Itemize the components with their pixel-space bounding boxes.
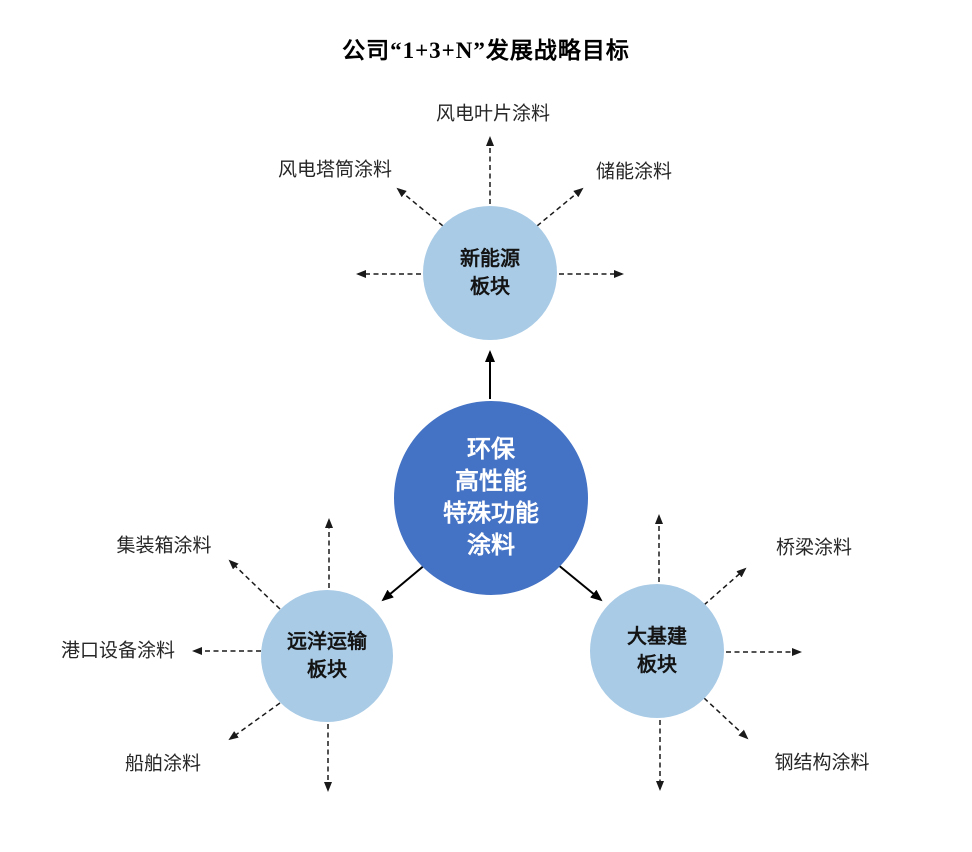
satellite-node-line: 板块 <box>307 659 347 681</box>
spoke-label-bridge: 桥梁涂料 <box>775 537 853 559</box>
spoke-label-wind-blade: 风电叶片涂料 <box>435 103 551 125</box>
spoke-label-steel-structure: 钢结构涂料 <box>774 752 870 774</box>
core-node: 环保 高性能 特殊功能 涂料 <box>394 401 588 595</box>
spoke-steel-structure <box>703 697 749 740</box>
spoke-label-ship: 船舶涂料 <box>124 753 202 775</box>
core-node-line: 高性能 <box>455 469 527 495</box>
satellite-node-line: 大基建 <box>627 626 687 648</box>
core-node-line: 涂料 <box>467 533 515 559</box>
spoke-container <box>228 559 281 610</box>
spoke-label-wind-tower: 风电塔筒涂料 <box>277 159 393 181</box>
satellite-node-line: 新能源 <box>460 248 520 270</box>
satellite-node-infrastructure: 大基建 板块 <box>590 584 724 718</box>
satellite-node-line: 板块 <box>470 276 510 298</box>
spoke-label-energy-storage: 储能涂料 <box>595 161 673 183</box>
arrow-core-to-ocean-shipping <box>381 563 427 602</box>
core-node-line: 特殊功能 <box>443 501 539 527</box>
spoke-label-container: 集装箱涂料 <box>116 535 212 557</box>
diagram-title: 公司“1+3+N”发展战略目标 <box>342 38 630 63</box>
spoke-bridge <box>703 567 747 606</box>
spoke-wind-tower <box>396 187 444 227</box>
spoke-label-port-equipment: 港口设备涂料 <box>60 640 176 662</box>
satellite-node-ocean-shipping: 远洋运输 板块 <box>261 590 393 722</box>
arrow-core-to-infrastructure <box>556 563 603 602</box>
satellite-node-line: 板块 <box>637 654 677 676</box>
core-node-line: 环保 <box>467 437 515 463</box>
spoke-ship <box>228 702 281 741</box>
satellite-node-line: 远洋运输 <box>287 631 367 653</box>
spoke-energy-storage <box>536 187 584 227</box>
satellite-node-new-energy: 新能源 板块 <box>423 206 557 340</box>
